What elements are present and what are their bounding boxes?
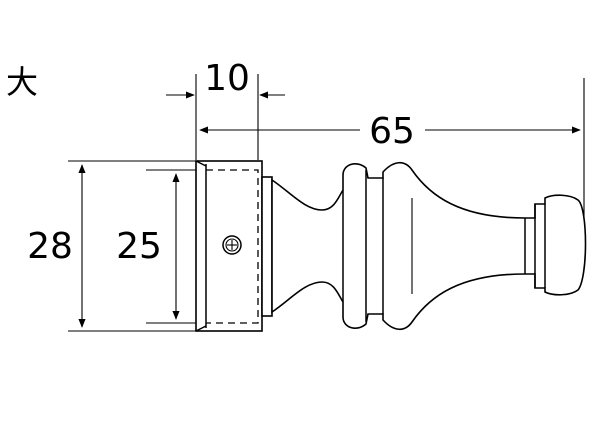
dimension-text-10: 10: [204, 58, 250, 99]
dimension-10: 10: [166, 58, 285, 160]
dimension-28: 28: [27, 160, 196, 332]
sleeve-hidden-line: [206, 169, 259, 324]
dimension-25: 25: [116, 169, 196, 324]
bracket-sleeve: [195, 160, 263, 332]
dimension-text-65: 65: [369, 111, 415, 152]
dimension-text-25: 25: [116, 226, 162, 267]
set-screw-icon: [222, 235, 242, 255]
size-label: 大: [6, 63, 38, 101]
neck-collar: [261, 176, 273, 317]
sleeve-outline: [195, 160, 263, 332]
dimension-text-28: 28: [27, 226, 73, 267]
finial-profile: [271, 161, 587, 331]
dimension-65: 65: [199, 78, 585, 238]
finial-body: [261, 161, 587, 331]
